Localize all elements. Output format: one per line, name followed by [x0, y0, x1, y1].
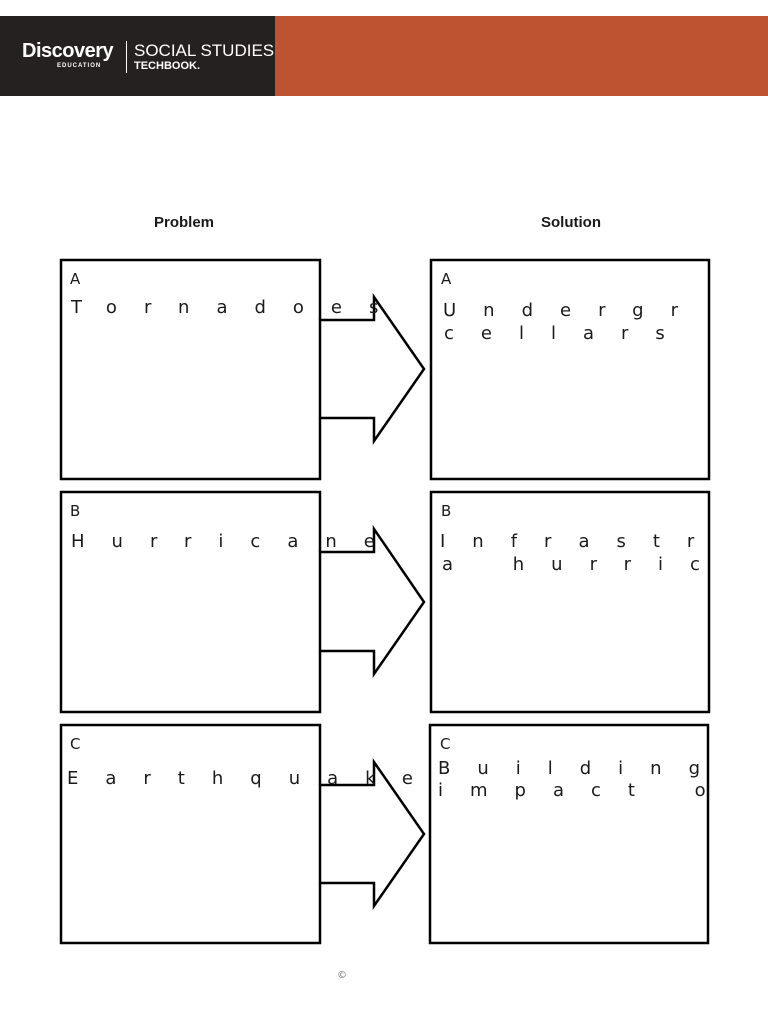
solution-b-line1: Infrastr	[440, 531, 722, 552]
solution-c-line2: impact o	[438, 780, 733, 801]
arrow-b	[318, 524, 426, 678]
solution-a-line1: Undergr	[443, 300, 705, 321]
problem-b-letter: B	[70, 502, 81, 520]
solution-a-letter: A	[441, 270, 452, 288]
solution-column-heading: Solution	[541, 214, 601, 231]
arrow-a	[318, 293, 426, 445]
solution-c-letter: C	[440, 735, 451, 753]
problem-a-text: Tornadoes	[71, 297, 406, 318]
arrow-c	[318, 758, 426, 910]
solution-box-a	[429, 258, 711, 481]
solution-box-c	[428, 723, 710, 945]
problem-b-text: Hurricane	[71, 531, 402, 552]
discovery-logo: Discovery	[22, 40, 114, 62]
product-title: SOCIAL STUDIES	[134, 41, 275, 60]
solution-b-letter: B	[441, 502, 452, 520]
solution-box-b	[429, 490, 711, 714]
product-subtitle: TECHBOOK.	[134, 60, 200, 72]
problem-box-b	[59, 490, 322, 714]
problem-c-text: Earthquake	[67, 768, 440, 789]
discovery-logo-subtitle: EDUCATION	[57, 63, 102, 69]
problem-c-letter: C	[70, 735, 81, 753]
problem-box-a	[59, 258, 322, 481]
solution-a-line2: cellars	[444, 323, 692, 344]
problem-a-letter: A	[70, 270, 81, 288]
problem-column-heading: Problem	[153, 214, 214, 231]
copyright-symbol: ©	[337, 970, 347, 981]
header-banner: Discovery EDUCATION SOCIAL STUDIES TECHB…	[0, 16, 768, 96]
problem-box-c	[59, 723, 322, 945]
logo-panel: Discovery EDUCATION SOCIAL STUDIES TECHB…	[0, 16, 275, 96]
logo-divider	[126, 41, 127, 73]
solution-b-line2: a hurric	[442, 554, 727, 575]
solution-c-line1: Building	[438, 758, 728, 779]
